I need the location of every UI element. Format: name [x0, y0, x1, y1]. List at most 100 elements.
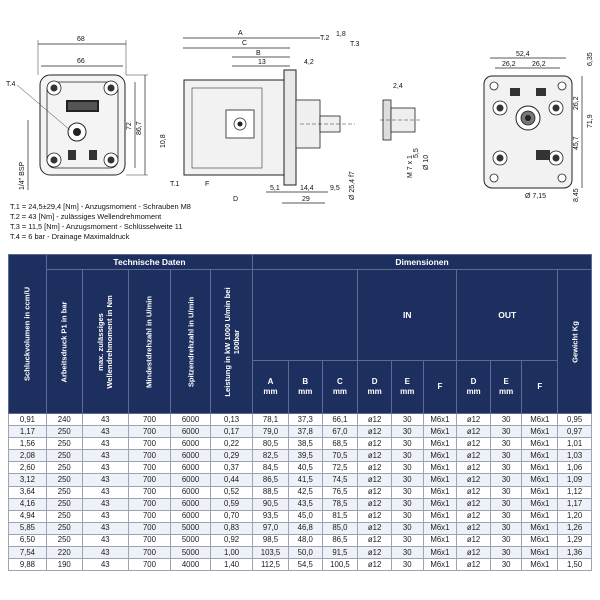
table-cell: 76,5: [321, 485, 359, 499]
table-cell: 30: [390, 412, 424, 427]
dim-14-4: 14,4: [300, 185, 314, 192]
table-cell: 1,56: [8, 437, 47, 451]
table-cell: ø12: [357, 509, 392, 523]
table-cell: 0,37: [210, 461, 254, 475]
table-cell: 42,5: [287, 485, 323, 499]
header-out-F: F: [521, 360, 559, 414]
table-cell: 43: [81, 437, 129, 451]
table-cell: M6x1: [521, 461, 559, 475]
table-cell: 30: [489, 473, 523, 487]
dim-d7-15: Ø 7,15: [525, 193, 546, 200]
label-t4: T.4: [6, 81, 15, 88]
table-cell: M6x1: [521, 473, 559, 487]
table-cell: M6x1: [422, 437, 458, 451]
dim-26-2a: 26,2: [502, 61, 516, 68]
table-cell: ø12: [456, 509, 491, 523]
dim-9-5: 9,5: [330, 185, 340, 192]
header-out: OUT: [456, 269, 559, 361]
table-cell: M6x1: [521, 449, 559, 463]
table-cell: 91,5: [321, 546, 359, 560]
table-cell: 0,22: [210, 437, 254, 451]
table-cell: 5000: [170, 546, 212, 560]
header-gewicht: Gewicht Kg: [557, 269, 592, 414]
table-cell: 0,17: [210, 425, 254, 439]
table-cell: 90,5: [252, 497, 289, 511]
table-cell: 100,5: [321, 558, 359, 572]
header-wellendrehmoment: max. zulässiges Wellendrehmoment in Nm: [81, 269, 129, 414]
table-cell: 250: [45, 437, 83, 451]
table-cell: M6x1: [521, 412, 559, 427]
table-cell: 3,64: [8, 485, 47, 499]
dim-68: 68: [77, 36, 85, 43]
header-arbeitsdruck: Arbeitsdruck P1 in bar: [45, 269, 83, 414]
table-cell: 88,5: [252, 485, 289, 499]
table-cell: ø12: [357, 533, 392, 548]
table-cell: 6,50: [8, 533, 47, 548]
table-cell: 43: [81, 461, 129, 475]
table-cell: 250: [45, 509, 83, 523]
table-cell: 1,01: [557, 437, 592, 451]
table-cell: 6000: [170, 509, 212, 523]
table-cell: 0,92: [210, 533, 254, 548]
table-cell: 30: [489, 437, 523, 451]
table-cell: 700: [127, 558, 172, 572]
table-cell: 240: [45, 412, 83, 427]
table-cell: ø12: [456, 558, 491, 572]
table-cell: 43: [81, 412, 129, 427]
table-cell: 72,5: [321, 461, 359, 475]
header-in-F: F: [422, 360, 458, 414]
table-cell: 78,5: [321, 497, 359, 511]
table-cell: 1,17: [557, 497, 592, 511]
table-cell: 2,08: [8, 449, 47, 463]
table-cell: 3,12: [8, 473, 47, 487]
table-cell: 1,36: [557, 546, 592, 560]
note-t1: T.1 = 24,5±29,4 [Nm] - Anzugsmoment - Sc…: [10, 202, 191, 211]
dim-F: F: [205, 181, 209, 188]
table-cell: 0,13: [210, 412, 254, 427]
table-cell: ø12: [456, 425, 491, 439]
table-cell: ø12: [357, 412, 392, 427]
table-cell: 41,5: [287, 473, 323, 487]
front-view: 68 66 86,7 72 T.4 1/4" BSP: [6, 36, 148, 190]
table-cell: 220: [45, 546, 83, 560]
dim-26-2b: 26,2: [532, 61, 546, 68]
table-cell: 700: [127, 412, 172, 427]
table-cell: 250: [45, 485, 83, 499]
table-cell: 0,52: [210, 485, 254, 499]
table-cell: 250: [45, 461, 83, 475]
dim-10-8: 10,8: [160, 134, 167, 148]
note-t2: T.2 = 43 [Nm] - zulässiges Wellendrehmom…: [10, 212, 162, 221]
table-cell: 0,91: [8, 412, 47, 427]
table-cell: M6x1: [521, 425, 559, 439]
header-abc-spacer: [252, 269, 359, 361]
dim-4-2: 4,2: [304, 59, 314, 66]
table-cell: 30: [390, 546, 424, 560]
table-cell: 7,54: [8, 546, 47, 560]
table-cell: 250: [45, 473, 83, 487]
table-cell: ø12: [357, 461, 392, 475]
table-cell: 97,0: [252, 521, 289, 535]
dim-C: C: [242, 40, 247, 47]
table-cell: 78,1: [252, 412, 289, 427]
table-cell: M6x1: [422, 558, 458, 572]
table-cell: 1,00: [210, 546, 254, 560]
dim-45-7: 45,7: [573, 136, 580, 150]
dim-angle: 1,8: [336, 31, 346, 38]
table-cell: 9,88: [8, 558, 47, 572]
table-cell: 85,0: [321, 521, 359, 535]
table-cell: 43: [81, 509, 129, 523]
side-view: A C B 13 4,2 T.2 1,8 T.3 10,8 T.1 F D E …: [160, 30, 359, 204]
table-cell: 43: [81, 546, 129, 560]
table-cell: 250: [45, 425, 83, 439]
table-cell: 30: [390, 485, 424, 499]
table-cell: 6000: [170, 425, 212, 439]
table-cell: 30: [390, 558, 424, 572]
table-cell: 700: [127, 473, 172, 487]
